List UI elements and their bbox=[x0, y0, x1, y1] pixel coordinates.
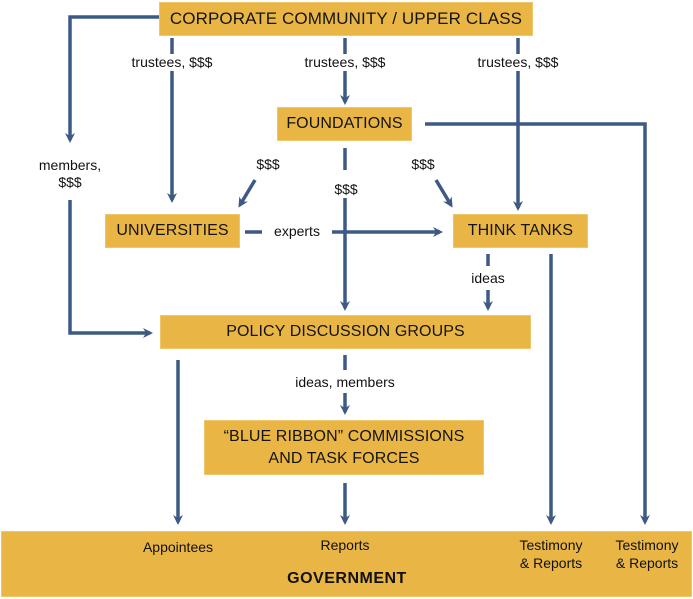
node-label: THINK TANKS bbox=[467, 222, 574, 239]
node-think-tanks: THINK TANKS bbox=[454, 215, 587, 247]
edge-label-ideas-members: ideas, members bbox=[285, 374, 405, 391]
arrow-corporate-to-members bbox=[65, 15, 160, 143]
edge-label-corp-foundations: trustees, $$$ bbox=[290, 54, 400, 71]
gov-input-testimony-1: Testimony & Reports bbox=[506, 536, 596, 572]
node-label: POLICY DISCUSSION GROUPS bbox=[226, 323, 465, 340]
edge-label-found-think-tanks: $$$ bbox=[411, 156, 435, 172]
gov-input-line: Testimony bbox=[615, 537, 679, 553]
edge-label-corp-think-tanks: trustees, $$$ bbox=[463, 54, 573, 71]
gov-input-appointees: Appointees bbox=[142, 539, 214, 555]
gov-input-reports: Reports bbox=[320, 537, 370, 553]
gov-input-line: Testimony bbox=[519, 537, 583, 553]
node-policy-discussion-groups: POLICY DISCUSSION GROUPS bbox=[161, 316, 530, 348]
arrow-foundations-to-think-tanks bbox=[434, 179, 453, 208]
node-foundations: FOUNDATIONS bbox=[278, 108, 411, 140]
edge-label-found-universities: $$$ bbox=[256, 156, 280, 172]
node-government bbox=[2, 532, 691, 596]
node-blue-ribbon-commissions: “BLUE RIBBON” COMMISSIONS AND TASK FORCE… bbox=[205, 421, 483, 474]
arrow-foundations-to-universities bbox=[238, 179, 257, 208]
edge-label-line: $$$ bbox=[58, 174, 82, 190]
edge-label-line: members, bbox=[38, 157, 102, 173]
edge-label-members: members, $$$ bbox=[30, 157, 110, 191]
arrow-members-to-policy bbox=[68, 200, 153, 338]
node-label: UNIVERSITIES bbox=[116, 222, 229, 239]
gov-input-line: & Reports bbox=[519, 555, 583, 571]
node-label: CORPORATE COMMUNITY / UPPER CLASS bbox=[169, 9, 523, 28]
node-corporate-community: CORPORATE COMMUNITY / UPPER CLASS bbox=[160, 3, 532, 35]
arrow-foundations-to-government bbox=[425, 122, 650, 525]
node-label-line1: “BLUE RIBBON” COMMISSIONS bbox=[223, 427, 465, 445]
edge-label-corp-universities: trustees, $$$ bbox=[117, 54, 227, 71]
edge-label-experts: experts bbox=[264, 223, 330, 240]
gov-input-testimony-2: Testimony & Reports bbox=[602, 536, 692, 572]
gov-title: GOVERNMENT bbox=[287, 570, 407, 587]
node-label: FOUNDATIONS bbox=[286, 115, 403, 132]
gov-input-line: & Reports bbox=[615, 555, 679, 571]
edge-label-ideas: ideas bbox=[465, 270, 511, 287]
node-universities: UNIVERSITIES bbox=[106, 215, 239, 247]
edge-label-found-policy: $$$ bbox=[334, 181, 358, 197]
node-label-line2: AND TASK FORCES bbox=[268, 449, 420, 467]
